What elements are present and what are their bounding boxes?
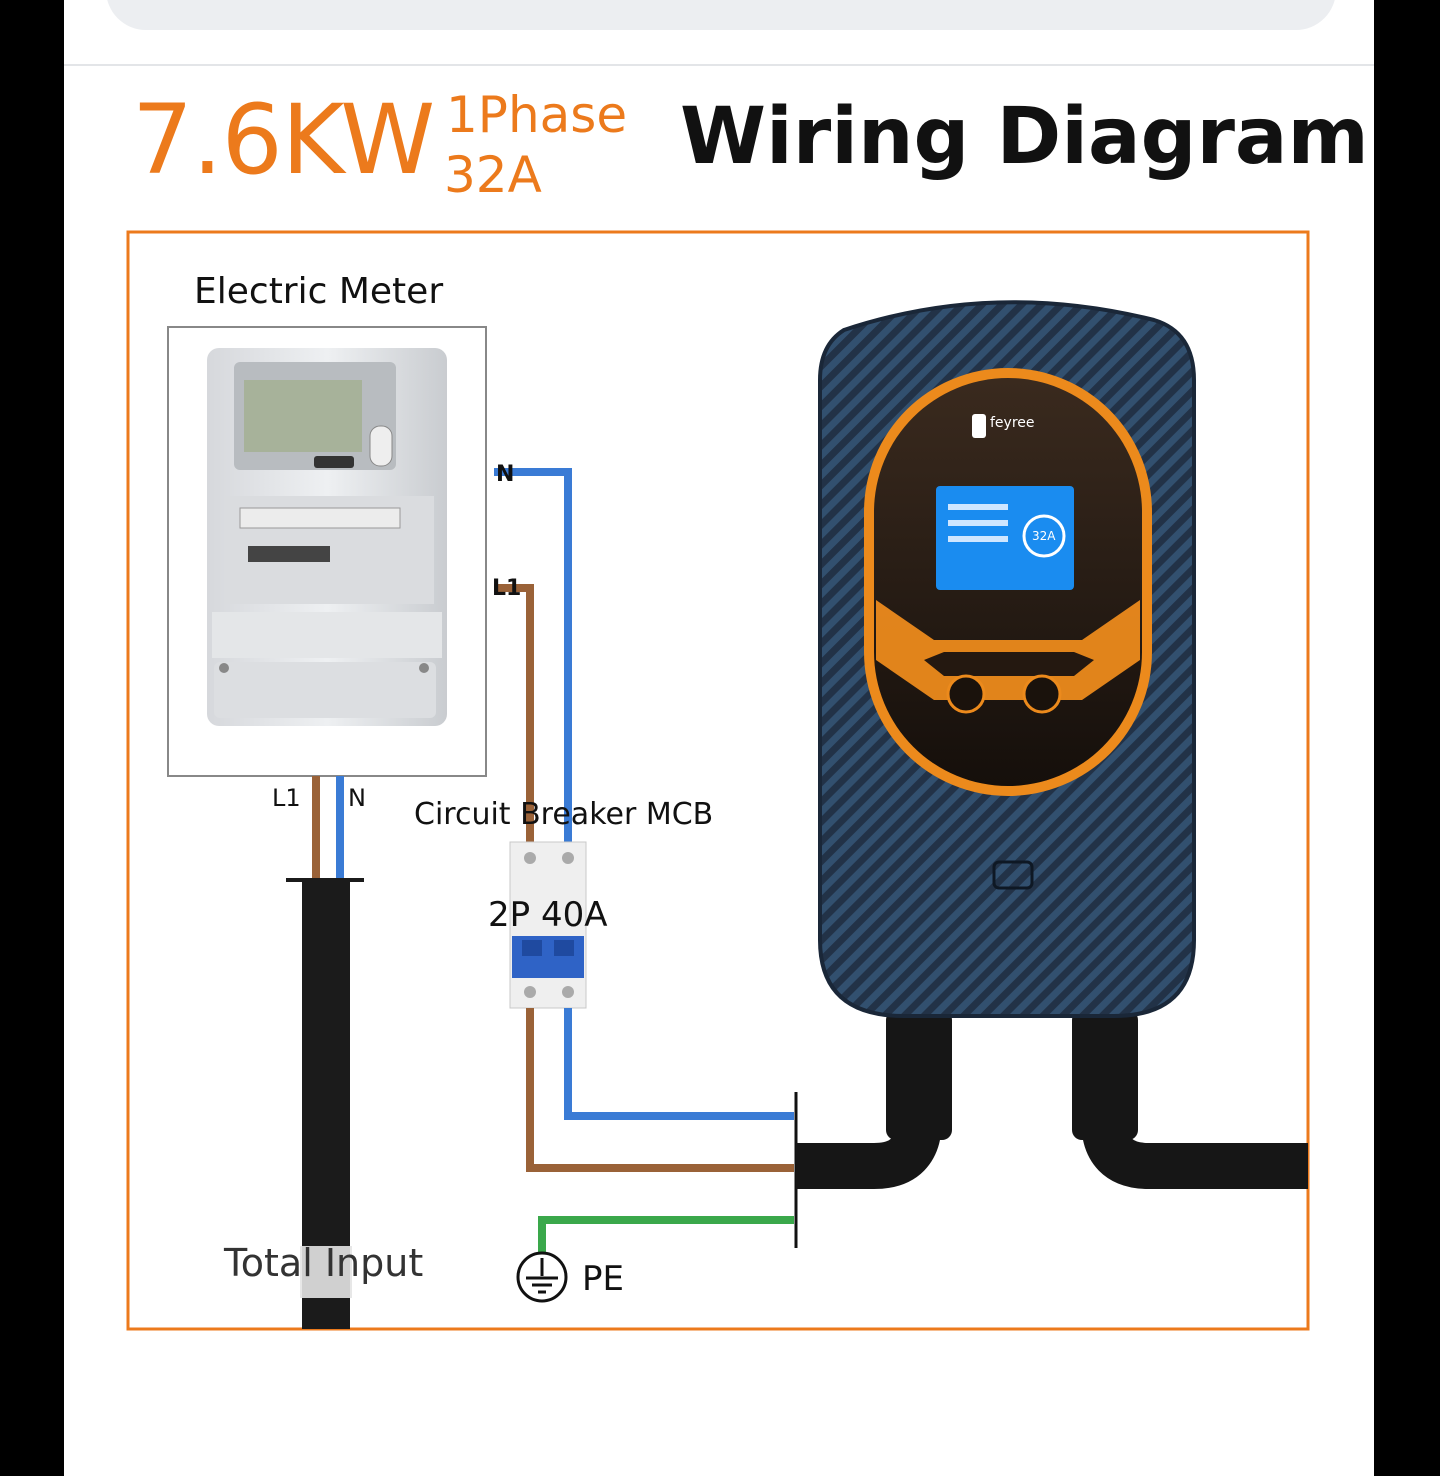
search-bar[interactable] <box>106 0 1336 30</box>
power-rating: 7.6KW <box>132 84 435 196</box>
neutral-bottom-label: N <box>348 784 366 812</box>
charger-display-current: 32A <box>1032 529 1056 543</box>
electric-meter <box>167 326 487 777</box>
phase-label: 1Phase <box>446 86 628 144</box>
live-wire <box>494 584 534 845</box>
input-label: Total Input <box>224 1241 424 1285</box>
output-live-wire <box>526 1008 794 1172</box>
wiring-diagram <box>126 230 1310 1331</box>
page-title: Wiring Diagram <box>680 92 1369 182</box>
button-a-icon <box>946 674 986 714</box>
live-bottom-label: L1 <box>272 784 301 812</box>
charger-logo <box>972 414 986 438</box>
neutral-wire <box>494 468 572 845</box>
charger-cables <box>796 1010 1308 1189</box>
ground-label: PE <box>582 1259 624 1299</box>
earth-wire <box>538 1216 794 1252</box>
neutral-top-label: N <box>496 462 515 487</box>
current-label: 32A <box>444 146 542 204</box>
ev-charger <box>818 300 1196 1018</box>
diagram-frame <box>126 230 1310 1331</box>
rfid-icon <box>992 860 1034 890</box>
output-neutral-wire <box>564 1008 794 1120</box>
divider <box>64 64 1374 66</box>
button-lock-icon <box>1022 674 1062 714</box>
live-top-label: L1 <box>492 576 522 601</box>
charger-brand: feyree <box>990 415 1035 431</box>
breaker-rating: 2P 40A <box>488 895 608 935</box>
ground-icon <box>516 1251 568 1303</box>
meter-label: Electric Meter <box>194 271 444 312</box>
product-page: 7.6KW 1Phase 32A Wiring Diagram <box>64 0 1374 1476</box>
breaker-label: Circuit Breaker MCB <box>414 797 714 832</box>
circuit-breaker <box>509 841 587 1009</box>
